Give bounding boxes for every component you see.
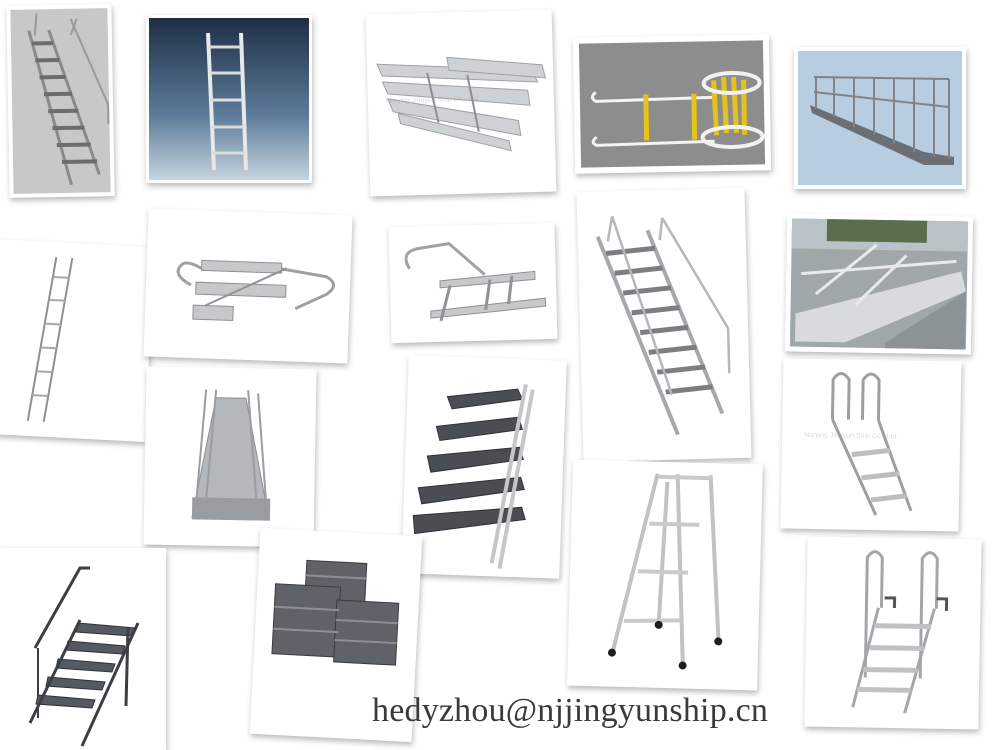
stair-treads-image (271, 559, 400, 666)
gangway-profiles-image (376, 56, 547, 152)
dock-ladder-image (830, 371, 913, 516)
photo-boarding-step (143, 208, 353, 364)
photo-outdoor-gangways (784, 213, 974, 355)
straight-ladder-image (26, 256, 74, 422)
photo-steel-stair (0, 548, 166, 750)
photo-short-step-ladder (388, 222, 558, 344)
a-frame-ladder-image (607, 473, 723, 670)
photo-steel-stairway (401, 355, 567, 579)
photo-a-frame-ladder (567, 459, 763, 691)
photo-stair-treads (249, 527, 423, 743)
contact-email: hedyzhou@njjingyunship.cn (372, 692, 769, 729)
photo-ship-stair (6, 4, 115, 198)
inclined-ladder-image (595, 215, 731, 436)
ship-stair-image (10, 8, 111, 194)
photo-inclined-ladder (576, 187, 752, 463)
steel-stair-image (28, 566, 140, 747)
photo-gangway-profiles: Nanjing Jingyun Ship Co., Ltd. (365, 9, 557, 197)
photo-gangway-bridge (143, 366, 317, 548)
photo-railed-gangway (794, 47, 966, 189)
railed-gangway-image (798, 51, 962, 185)
hook-ladder-image (851, 550, 949, 714)
rope-ladder-image (578, 40, 766, 168)
gangway-bridge-image (191, 389, 271, 521)
outdoor-gangways-image (789, 218, 969, 350)
photo-rope-ladder (572, 34, 772, 174)
boarding-step-image (176, 259, 336, 322)
short-step-ladder-image (404, 242, 547, 322)
photo-dock-ladder: Nanjing Jingyun Ship Co., Ltd. (780, 358, 962, 532)
photo-vertical-ladder (146, 15, 312, 183)
photo-straight-ladder (0, 238, 155, 443)
steel-stairway-image (412, 384, 535, 569)
photo-hook-ladder (804, 536, 982, 730)
vertical-ladder-image (149, 18, 309, 180)
